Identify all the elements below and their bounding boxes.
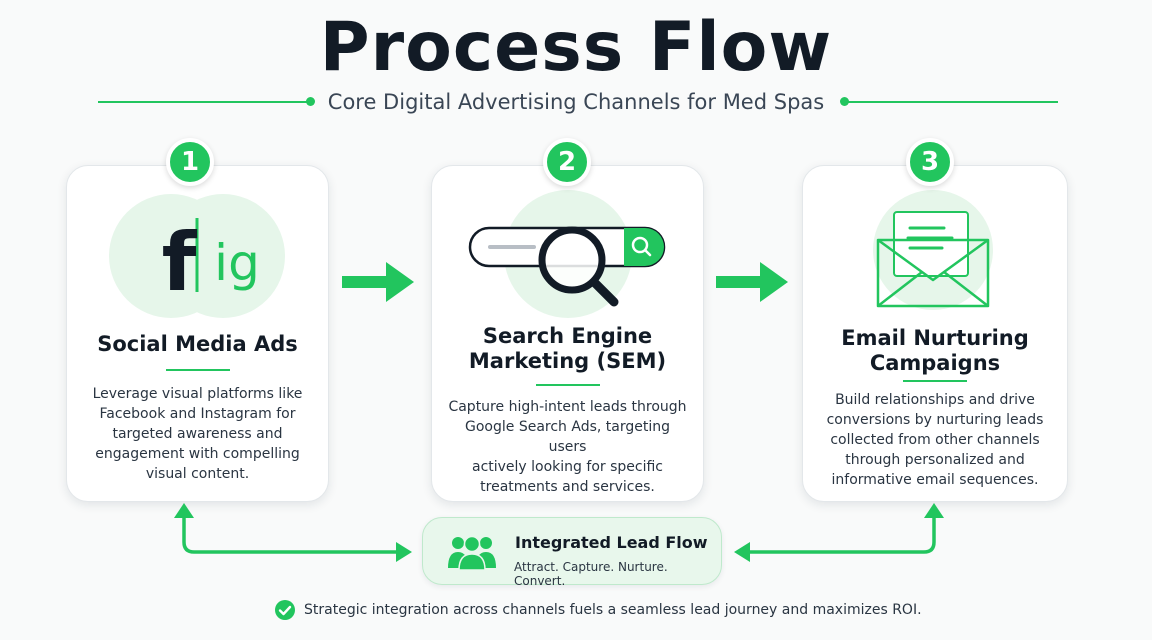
envelope-icon — [858, 188, 1008, 317]
connector-arrow-left-icon — [174, 503, 412, 562]
instagram-icon-glyph: ig — [214, 234, 260, 292]
step-desc-line: Build relationships and drive — [835, 392, 1035, 408]
arrow-right-icon — [342, 262, 414, 302]
step-title: Email Nurturing Campaigns — [803, 326, 1067, 376]
subtitle-dot-right — [840, 97, 849, 106]
search-magnifier-icon — [468, 190, 668, 325]
step-desc-line: actively looking for specific — [471, 459, 663, 475]
step-number-badge: 1 — [166, 138, 214, 186]
step-card-email-nurturing: Email Nurturing Campaigns Build relation… — [802, 165, 1068, 502]
step-desc-line: informative email sequences. — [831, 472, 1039, 488]
step-description: Build relationships and drive conversion… — [817, 390, 1053, 490]
people-group-icon — [448, 535, 496, 570]
step-description: Leverage visual platforms like Facebook … — [81, 384, 314, 484]
subtitle-dot-left — [306, 97, 315, 106]
step-desc-line: Google Search Ads, targeting users — [465, 419, 670, 455]
subtitle-rule-right — [846, 101, 1058, 103]
step-number-badge: 2 — [543, 138, 591, 186]
footer: Strategic integration across channels fu… — [0, 598, 1152, 624]
connector-arrow-right-icon — [734, 503, 944, 562]
step-title-divider — [903, 380, 967, 382]
step-desc-line: collected from other channels — [830, 432, 1040, 448]
subtitle-row: Core Digital Advertising Channels for Me… — [0, 88, 1152, 118]
step-desc-line: engagement with compelling — [95, 446, 300, 462]
step-desc-line: visual content. — [145, 466, 250, 482]
step-desc-line: targeted awareness and — [112, 426, 283, 442]
step-desc-line: Capture high-intent leads through — [448, 399, 687, 415]
facebook-icon-glyph: f — [162, 216, 198, 309]
step-desc-line: through personalized and — [845, 452, 1025, 468]
step-desc-line: Leverage visual platforms like — [92, 386, 303, 402]
page-title: Process Flow — [319, 8, 833, 87]
facebook-instagram-icon: f ig — [109, 194, 285, 323]
step-title: Social Media Ads — [67, 332, 328, 357]
step-title-line: Email Nurturing — [841, 326, 1029, 350]
step-description: Capture high-intent leads through Google… — [446, 397, 689, 497]
subtitle-rule-left — [98, 101, 310, 103]
step-title-divider — [165, 369, 230, 371]
step-desc-line: Facebook and Instagram for — [99, 406, 296, 422]
step-title-divider — [535, 384, 600, 386]
footer-text: Strategic integration across channels fu… — [304, 602, 922, 618]
step-number-badge: 3 — [906, 138, 954, 186]
step-card-search-engine: Search Engine Marketing (SEM) Capture hi… — [431, 165, 704, 502]
integrated-lead-flow-box: Integrated Lead Flow Attract. Capture. N… — [422, 517, 722, 588]
step-title-line: Marketing (SEM) — [468, 349, 667, 373]
step-title-line: Campaigns — [869, 351, 1001, 375]
arrow-right-icon — [716, 262, 788, 302]
step-desc-line: conversions by nurturing leads — [826, 412, 1044, 428]
lead-flow-title: Integrated Lead Flow — [515, 533, 708, 552]
check-circle-icon — [275, 600, 295, 620]
step-title-line: Search Engine — [482, 324, 653, 348]
step-card-social-media: f ig Social Media Ads Leverage visual pl… — [66, 165, 329, 502]
step-title-line: Social Media Ads — [97, 332, 298, 356]
lead-flow-subtitle: Attract. Capture. Nurture. Convert. — [514, 560, 668, 588]
step-desc-line: treatments and services. — [480, 479, 655, 495]
page-subtitle: Core Digital Advertising Channels for Me… — [327, 90, 825, 114]
step-title: Search Engine Marketing (SEM) — [432, 324, 703, 374]
